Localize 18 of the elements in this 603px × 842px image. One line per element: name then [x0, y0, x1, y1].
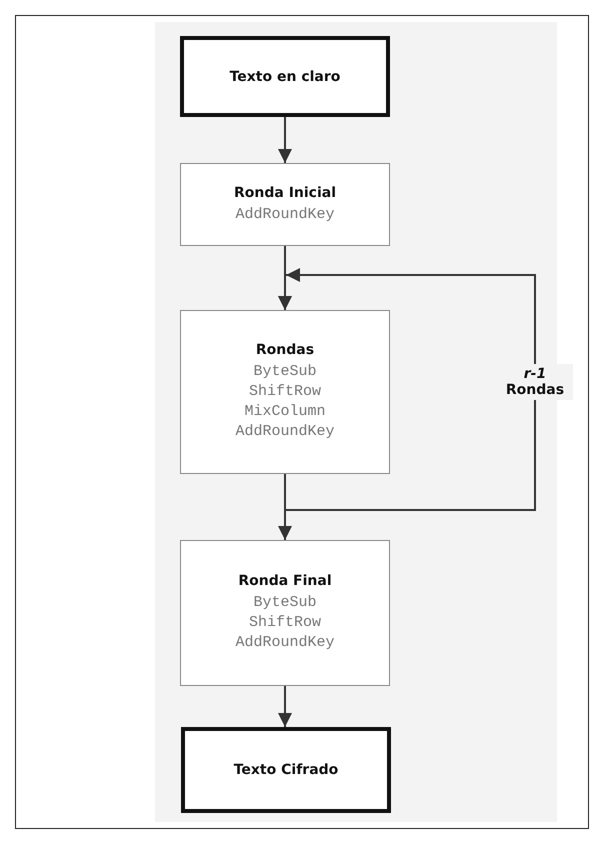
operation-name: AddRoundKey	[235, 633, 335, 653]
process-box	[180, 310, 390, 474]
operation-name: ByteSub	[253, 593, 316, 613]
operation-name: AddRoundKey	[235, 422, 335, 442]
box-title: Rondas	[256, 342, 314, 358]
operation-name: MixColumn	[244, 402, 326, 422]
box-title: Texto en claro	[230, 68, 340, 84]
box-title: Texto Cifrado	[234, 762, 338, 778]
operation-name: ShiftRow	[248, 613, 321, 633]
terminal-box	[181, 727, 391, 813]
box-title: Ronda Inicial	[234, 184, 336, 200]
box-title: Ronda Final	[238, 573, 332, 589]
operation-name: AddRoundKey	[235, 204, 335, 224]
process-box	[180, 540, 390, 686]
process-box	[180, 163, 390, 246]
operation-name: ByteSub	[253, 362, 316, 382]
operation-name: ShiftRow	[248, 382, 321, 402]
terminal-box	[180, 36, 390, 117]
